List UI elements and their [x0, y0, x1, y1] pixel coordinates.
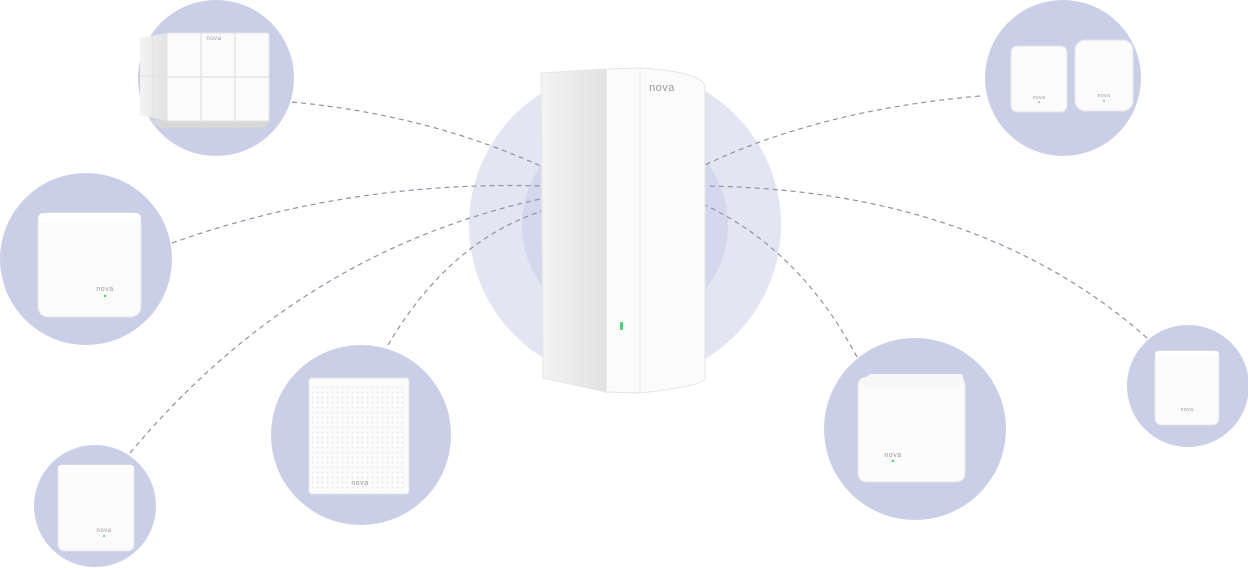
- device-logo: nova: [1033, 95, 1046, 101]
- small-cube-router-icon: nova: [57, 464, 135, 552]
- device-logo: nova: [1181, 407, 1194, 413]
- hub-logo: nova: [649, 82, 675, 94]
- wide-cube-router-icon: nova: [857, 374, 966, 483]
- link-line: [704, 204, 858, 358]
- device-logo: nova: [96, 286, 113, 293]
- link-line: [704, 185, 1148, 339]
- dual-router-icon: nova nova: [1010, 39, 1134, 113]
- link-lines: [129, 95, 1148, 454]
- link-line: [387, 209, 546, 346]
- link-line: [704, 95, 981, 166]
- device-logo: nova: [206, 36, 221, 42]
- cube-router-icon: nova: [37, 212, 142, 318]
- device-logo: nova: [351, 480, 368, 487]
- link-line: [171, 184, 546, 244]
- tower-router-icon: nova: [540, 67, 706, 394]
- device-logo: nova: [1098, 93, 1111, 99]
- textured-cube-router-icon: nova: [308, 377, 410, 495]
- device-logo: nova: [884, 452, 901, 459]
- device-logo: nova: [96, 528, 111, 534]
- mini-cube-router-icon: nova: [1154, 350, 1220, 426]
- six-panel-cube-router-icon: nova: [139, 32, 272, 128]
